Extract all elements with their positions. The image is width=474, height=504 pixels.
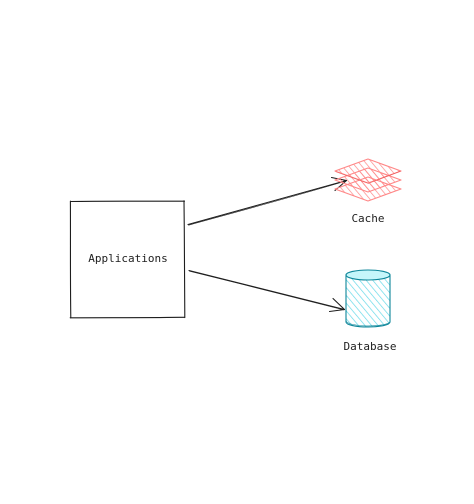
arrow-applications-to-cache [187, 176, 348, 226]
database-label: Database [344, 340, 397, 353]
applications-label: Applications [88, 252, 167, 265]
applications-node[interactable]: Applications [69, 200, 186, 319]
cache-icon [334, 158, 402, 202]
cache-label: Cache [351, 212, 384, 225]
arrow-applications-to-database [188, 269, 346, 313]
cache-node[interactable]: Cache [334, 158, 402, 225]
database-icon [345, 269, 391, 328]
database-node[interactable]: Database [344, 269, 397, 353]
applications-box [69, 200, 186, 319]
